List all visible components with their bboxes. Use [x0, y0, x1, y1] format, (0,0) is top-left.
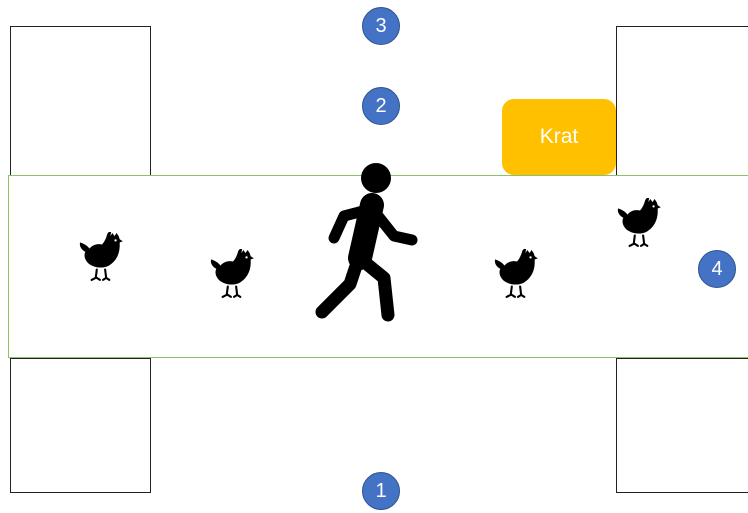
crate-label: Krat: [539, 125, 579, 148]
marker-1-label: 1: [375, 479, 387, 502]
block-bottom-right: [616, 358, 748, 493]
marker-3-label: 3: [375, 14, 387, 37]
marker-2-label: 2: [375, 94, 387, 117]
block-bottom-left: [10, 358, 151, 493]
chicken-icon: [617, 198, 663, 248]
chicken-icon: [210, 249, 256, 299]
marker-2: 2: [362, 87, 400, 125]
marker-3: 3: [362, 7, 400, 45]
chicken-icon: [79, 232, 125, 282]
block-top-right: [616, 26, 748, 176]
crate-box: Krat: [502, 99, 616, 175]
walking-person-icon: [315, 163, 418, 322]
marker-1: 1: [362, 472, 400, 510]
marker-4: 4: [698, 250, 736, 288]
chicken-icon: [494, 249, 540, 299]
block-top-left: [10, 26, 151, 176]
marker-4-label: 4: [711, 257, 723, 280]
